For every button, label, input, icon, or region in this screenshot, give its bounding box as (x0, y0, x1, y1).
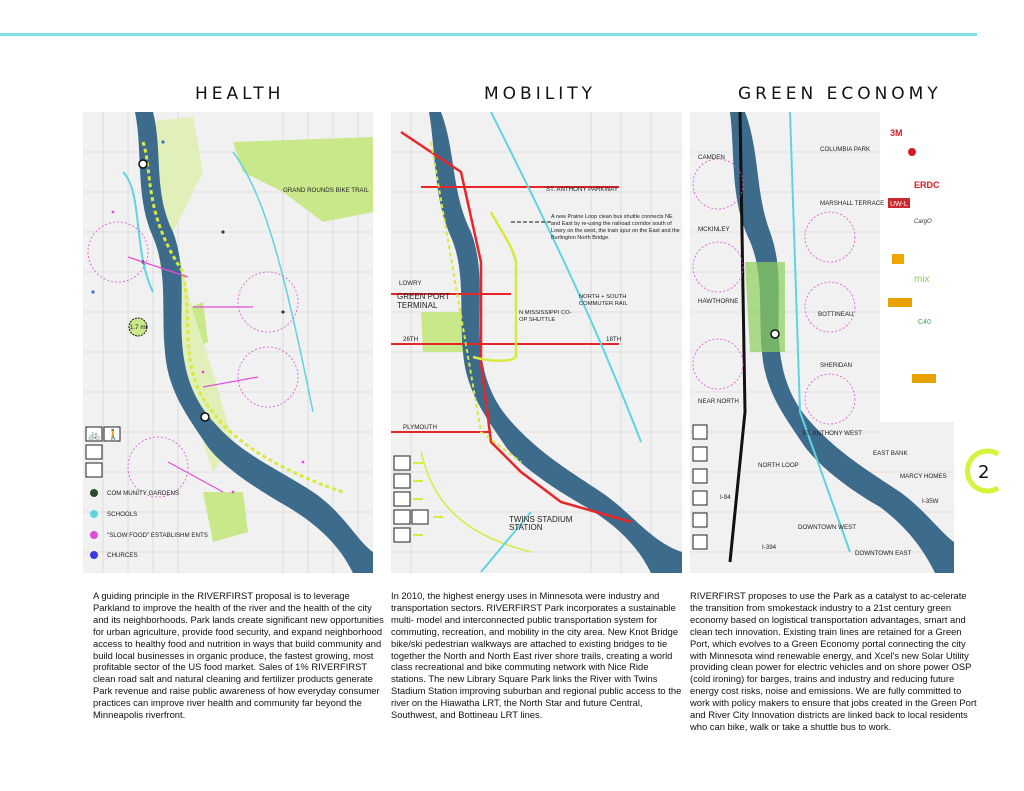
prairie-loop-note: A new Prairie Loop clean bus shuttle con… (551, 214, 680, 241)
health-distance-label: 1.7 mi (130, 324, 147, 331)
north-loop-label: NORTH LOOP (758, 462, 799, 469)
health-map: 1.7 mi GRAND ROUNDS BIKE TRAIL 🚲 🚶 COM M… (83, 112, 373, 573)
grand-rounds-label: GRAND ROUNDS BIKE TRAIL (283, 187, 369, 194)
legend-schools: SCHOOLS (107, 511, 137, 518)
marshall-terrace-label: MARSHALL TERRACE (820, 200, 884, 207)
columbia-park-label: COLUMBIA PARK (820, 146, 871, 153)
st-anthony-west-label: ST. ANTHONY WEST (802, 430, 862, 437)
svg-text:🚲: 🚲 (88, 430, 100, 441)
legend-community-gardens: COM MUNITY GARDENS (107, 490, 179, 497)
logo-mix: mix (914, 274, 930, 285)
st-anthony-parkway-label: ST. ANTHONY PARKWAY (546, 186, 618, 193)
mobility-legend (393, 455, 443, 543)
logo-cargo: CargO (914, 219, 932, 225)
health-title: HEALTH (195, 84, 285, 104)
page-number-badge: 2 (965, 448, 1000, 494)
downtown-east-label: DOWNTOWN EAST (855, 550, 911, 557)
camden-label: CAMDEN (698, 154, 725, 161)
downtown-west-label: DOWNTOWN WEST (798, 524, 856, 531)
mobility-map: ST. ANTHONY PARKWAY A new Prairie Loop c… (391, 112, 682, 573)
green-economy-map: COLUMBIA PARK CAMDEN MARSHALL TERRACE MC… (690, 112, 954, 573)
east-bank-label: EAST BANK (873, 450, 908, 457)
bottineau-label: BOTTINEAU (818, 311, 853, 318)
header-rule (0, 33, 977, 36)
green-economy-legend (692, 424, 708, 550)
mobility-title: MOBILITY (484, 84, 596, 104)
logo-c40: C40 (918, 319, 931, 326)
i394-label: I-394 (762, 544, 777, 551)
mobility-paragraph: In 2010, the highest energy uses in Minn… (391, 590, 682, 721)
logo-erdc: ERDC (914, 180, 940, 190)
svg-text:🚶: 🚶 (107, 428, 119, 441)
lowry-label: LOWRY (399, 280, 422, 287)
logo-uwl: UW-L (890, 201, 908, 208)
twins-stadium-label: TWINS STADIUM STATION (509, 516, 573, 532)
logo-3m: 3M (890, 128, 903, 138)
legend-slow-food: "SLOW FOOD" ESTABLISHM ENTS (107, 532, 208, 539)
i94-label: I-94 (720, 494, 731, 501)
i35w-label: I-35W (922, 498, 939, 505)
green-economy-paragraph: RIVERFIRST proposes to use the Park as a… (690, 590, 977, 732)
plymouth-label: PLYMOUTH (403, 424, 437, 431)
partner-logos: 3M ERDC UW-L CargO mix C40 (888, 128, 940, 383)
18th-label: 18TH (606, 336, 621, 343)
commuter-rail-label: NORTH + SOUTH COMMUTER RAIL (579, 294, 628, 307)
marcy-homes-label: MARCY HOMES (900, 473, 947, 480)
coop-shuttle-label: N MISSISSIPPI CO-OP SHUTTLE (519, 310, 572, 323)
health-paragraph: A guiding principle in the RIVERFIRST pr… (93, 590, 384, 721)
green-port-terminal-label: GREEN PORT TERMINAL (397, 292, 450, 310)
legend-churches: CHURCES (107, 552, 138, 559)
hawthorne-label: HAWTHORNE (698, 298, 738, 305)
page-number: 2 (978, 462, 989, 483)
health-legend: 🚲 🚶 COM MUNITY GARDENS SCHOOLS "SLOW FOO… (85, 426, 208, 559)
sheridan-label: SHERIDAN (820, 362, 852, 369)
mckinley-label: MCKINLEY (698, 226, 730, 233)
green-economy-title: GREEN ECONOMY (738, 84, 942, 104)
26th-label: 26TH (403, 336, 418, 343)
near-north-label: NEAR NORTH (698, 398, 739, 405)
